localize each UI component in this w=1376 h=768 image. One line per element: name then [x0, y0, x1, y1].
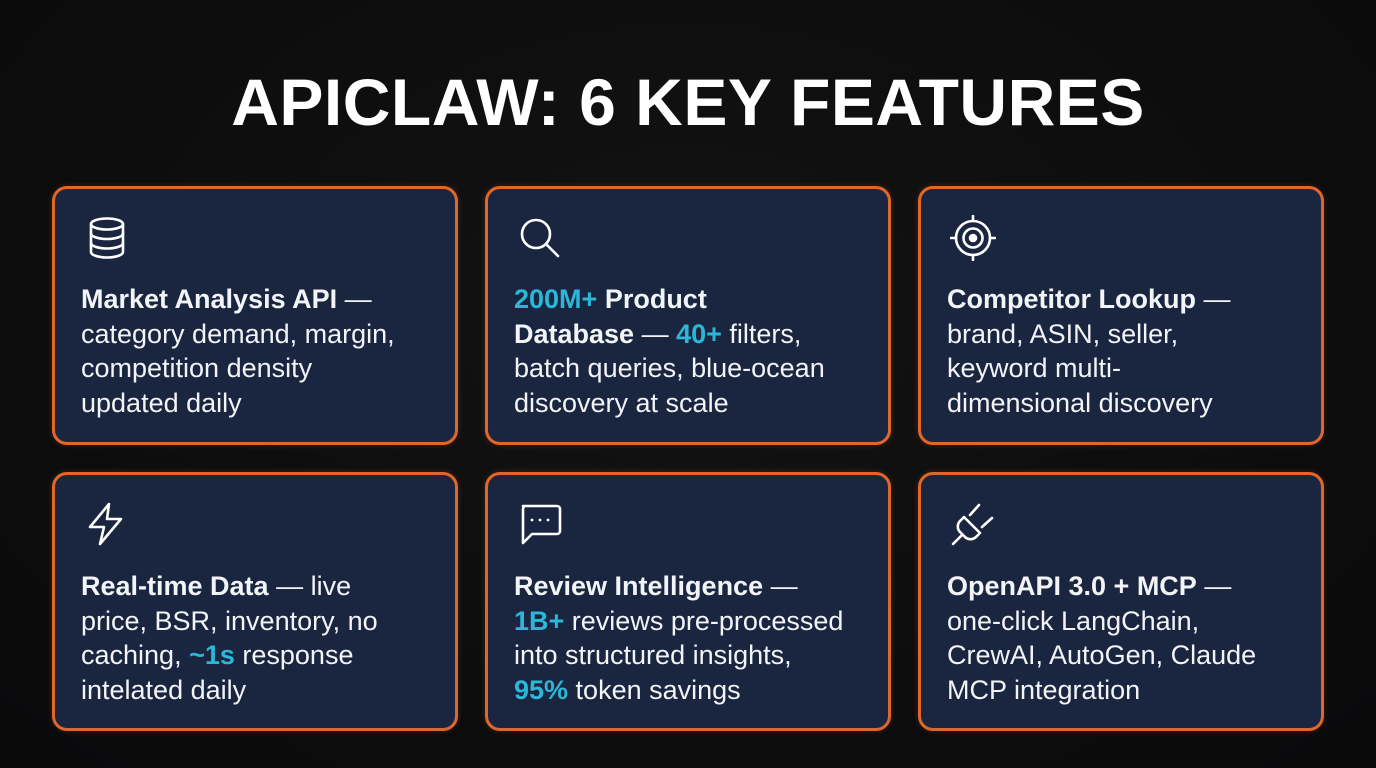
text-line: Real-time Data — live — [81, 571, 352, 601]
text-line: into structured insights, — [514, 640, 792, 670]
text-line: Competitor Lookup — — [947, 284, 1231, 314]
text-line: 1B+ reviews pre-processed — [514, 605, 844, 636]
search-icon — [517, 215, 563, 261]
database-icon — [84, 215, 130, 261]
feature-card-market-analysis: Market Analysis API — category demand, m… — [52, 186, 458, 445]
feature-text: OpenAPI 3.0 + MCP — one-click LangChain,… — [947, 569, 1307, 707]
text-line: price, BSR, inventory, no — [81, 605, 378, 636]
feature-card-product-database: 200M+ Product Database — 40+ filters, ba… — [485, 186, 891, 445]
text-line: competition density — [81, 353, 313, 383]
text-line: one-click LangChain, — [947, 605, 1200, 636]
text-line: CrewAI, AutoGen, Claude — [947, 640, 1257, 670]
text-line: 95% token savings — [514, 674, 741, 705]
feature-text: Review Intelligence — 1B+ reviews pre-pr… — [514, 569, 874, 707]
text-line: MCP integration — [947, 674, 1141, 705]
lightning-icon — [84, 501, 130, 547]
text-line: caching, ~1s response — [81, 640, 354, 670]
plug-icon — [950, 501, 996, 547]
feature-card-openapi-mcp: OpenAPI 3.0 + MCP — one-click LangChain,… — [918, 472, 1324, 731]
page-title: APICLAW: 6 KEY FEATURES — [231, 65, 1145, 139]
chat-bubble-icon — [517, 501, 563, 547]
feature-text: Competitor Lookup — brand, ASIN, seller,… — [947, 282, 1307, 420]
text-line: Database — 40+ filters, — [514, 318, 802, 349]
feature-card-review-intelligence: Review Intelligence — 1B+ reviews pre-pr… — [485, 472, 891, 731]
text-line: dimensional discovery — [947, 387, 1213, 418]
text-line: OpenAPI 3.0 + MCP — — [947, 571, 1232, 601]
text-line: category demand, margin, — [81, 318, 395, 349]
text-line: keyword multi- — [947, 353, 1122, 383]
text-line: batch queries, blue-ocean — [514, 353, 825, 383]
text-line: Market Analysis API — — [81, 284, 372, 314]
text-line: Review Intelligence — — [514, 571, 798, 601]
text-line: updated daily — [81, 387, 242, 418]
feature-card-competitor-lookup: Competitor Lookup — brand, ASIN, seller,… — [918, 186, 1324, 445]
feature-text: 200M+ Product Database — 40+ filters, ba… — [514, 282, 874, 420]
feature-text: Market Analysis API — category demand, m… — [81, 282, 441, 420]
feature-card-realtime-data: Real-time Data — live price, BSR, invent… — [52, 472, 458, 731]
text-line: intelated daily — [81, 674, 247, 705]
feature-text: Real-time Data — live price, BSR, invent… — [81, 569, 441, 707]
text-line: discovery at scale — [514, 387, 729, 418]
text-line: 200M+ Product — [514, 284, 707, 314]
text-line: brand, ASIN, seller, — [947, 318, 1179, 349]
target-icon — [950, 215, 996, 261]
